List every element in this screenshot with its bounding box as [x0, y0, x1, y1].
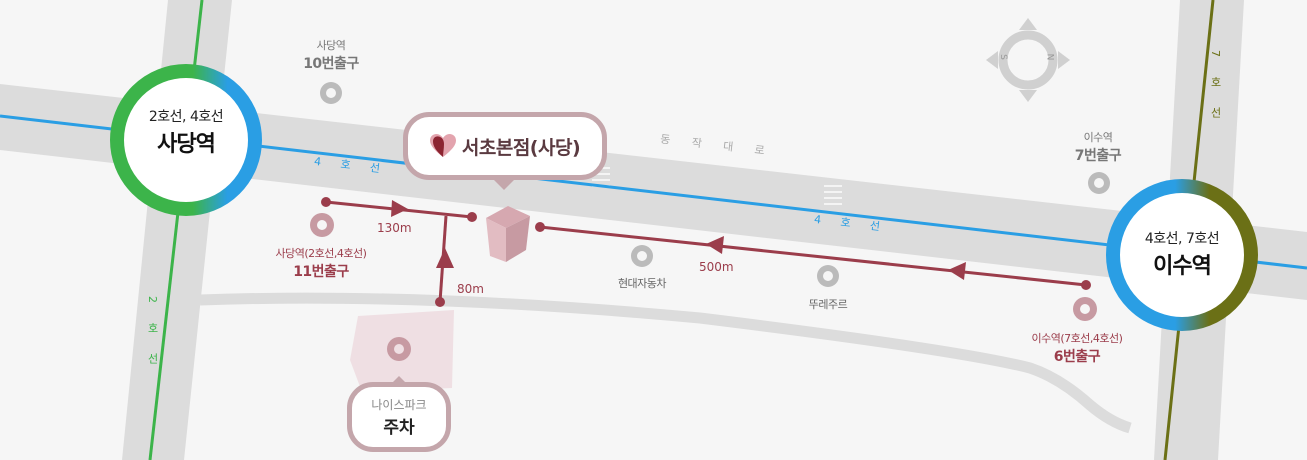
parking-label: 주차 — [383, 418, 415, 438]
parking-title: 나이스파크 — [371, 398, 427, 412]
exit-isu6-number: 6번출구 — [1053, 349, 1101, 365]
exit-sadang10-number: 10번출구 — [303, 56, 359, 72]
store-logo-icon — [429, 134, 456, 157]
parking-marker — [387, 337, 411, 361]
compass-north-label: N — [1044, 53, 1055, 61]
landmark-touslesjours: 뚜레주르 — [808, 298, 848, 311]
exit-label-isu6: 이수역(7호선,4호선) 6번출구 — [1007, 330, 1147, 366]
exit-sadang11-station: 사당역(2호선,4호선) — [275, 247, 367, 260]
side-road — [199, 292, 1132, 434]
exit-isu6-station: 이수역(7호선,4호선) — [1031, 332, 1123, 345]
parking-bubble[interactable]: 나이스파크 주차 — [347, 382, 451, 452]
exit-label-sadang10: 사당역 10번출구 — [281, 37, 381, 73]
store-bubble-pointer — [492, 178, 516, 190]
exit-marker-isu7 — [1088, 172, 1110, 194]
distance-500m: 500m — [699, 260, 734, 274]
line-label-7: 7 호 선 — [1209, 50, 1222, 126]
station-ring-sadang — [110, 64, 262, 216]
distance-130m: 130m — [377, 221, 412, 235]
exit-isu7-station: 이수역 — [1083, 131, 1113, 144]
station-sadang-name: 사당역 — [157, 132, 216, 157]
exit-isu7-number: 7번출구 — [1074, 148, 1122, 164]
exit-marker-sadang10 — [320, 82, 342, 104]
station-ring-isu — [1106, 179, 1258, 331]
exit-sadang11-number: 11번출구 — [293, 264, 349, 280]
station-sadang-lines: 2호선, 4호선 — [148, 109, 224, 125]
landmark-marker-hyundai — [631, 245, 653, 267]
exit-marker-sadang11 — [310, 213, 334, 237]
exit-label-isu7: 이수역 7번출구 — [1048, 129, 1148, 165]
station-isu[interactable]: 4호선, 7호선 이수역 — [1122, 228, 1242, 280]
line-label-2: 2 호 선 — [146, 296, 159, 372]
route-path — [321, 197, 1091, 307]
station-isu-lines: 4호선, 7호선 — [1144, 231, 1220, 247]
store-building-icon — [486, 206, 530, 262]
exit-sadang10-station: 사당역 — [316, 39, 346, 52]
store-name: 서초본점(사당) — [461, 136, 581, 159]
exit-marker-isu6 — [1073, 297, 1097, 321]
exit-label-sadang11: 사당역(2호선,4호선) 11번출구 — [251, 245, 391, 281]
distance-80m: 80m — [457, 282, 484, 296]
station-isu-name: 이수역 — [1153, 254, 1212, 279]
landmark-hyundai: 현대자동차 — [617, 277, 667, 290]
landmark-marker-touslesjours — [817, 265, 839, 287]
compass-icon — [986, 18, 1070, 102]
station-sadang[interactable]: 2호선, 4호선 사당역 — [126, 106, 246, 158]
store-bubble[interactable]: 서초본점(사당) — [403, 112, 607, 180]
compass-south-label: S — [997, 54, 1008, 60]
